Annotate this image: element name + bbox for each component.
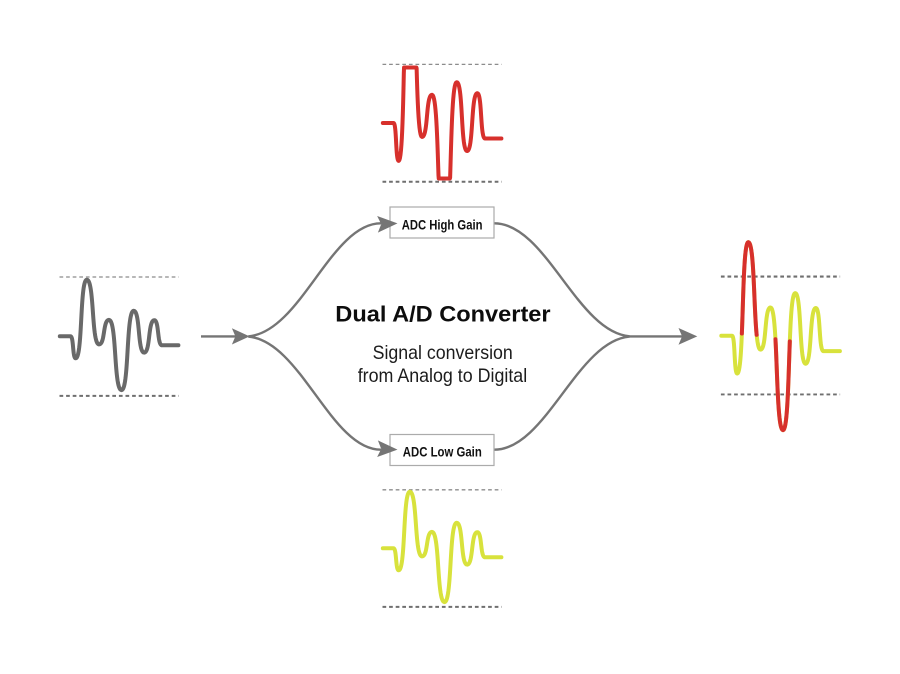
svg-text:Signal conversion: Signal conversion bbox=[373, 342, 513, 364]
svg-text:ADC High Gain: ADC High Gain bbox=[402, 218, 483, 233]
svg-text:from Analog to Digital: from Analog to Digital bbox=[358, 365, 528, 387]
svg-text:ADC Low Gain: ADC Low Gain bbox=[403, 445, 482, 460]
svg-text:Dual A/D Converter: Dual A/D Converter bbox=[335, 302, 551, 327]
